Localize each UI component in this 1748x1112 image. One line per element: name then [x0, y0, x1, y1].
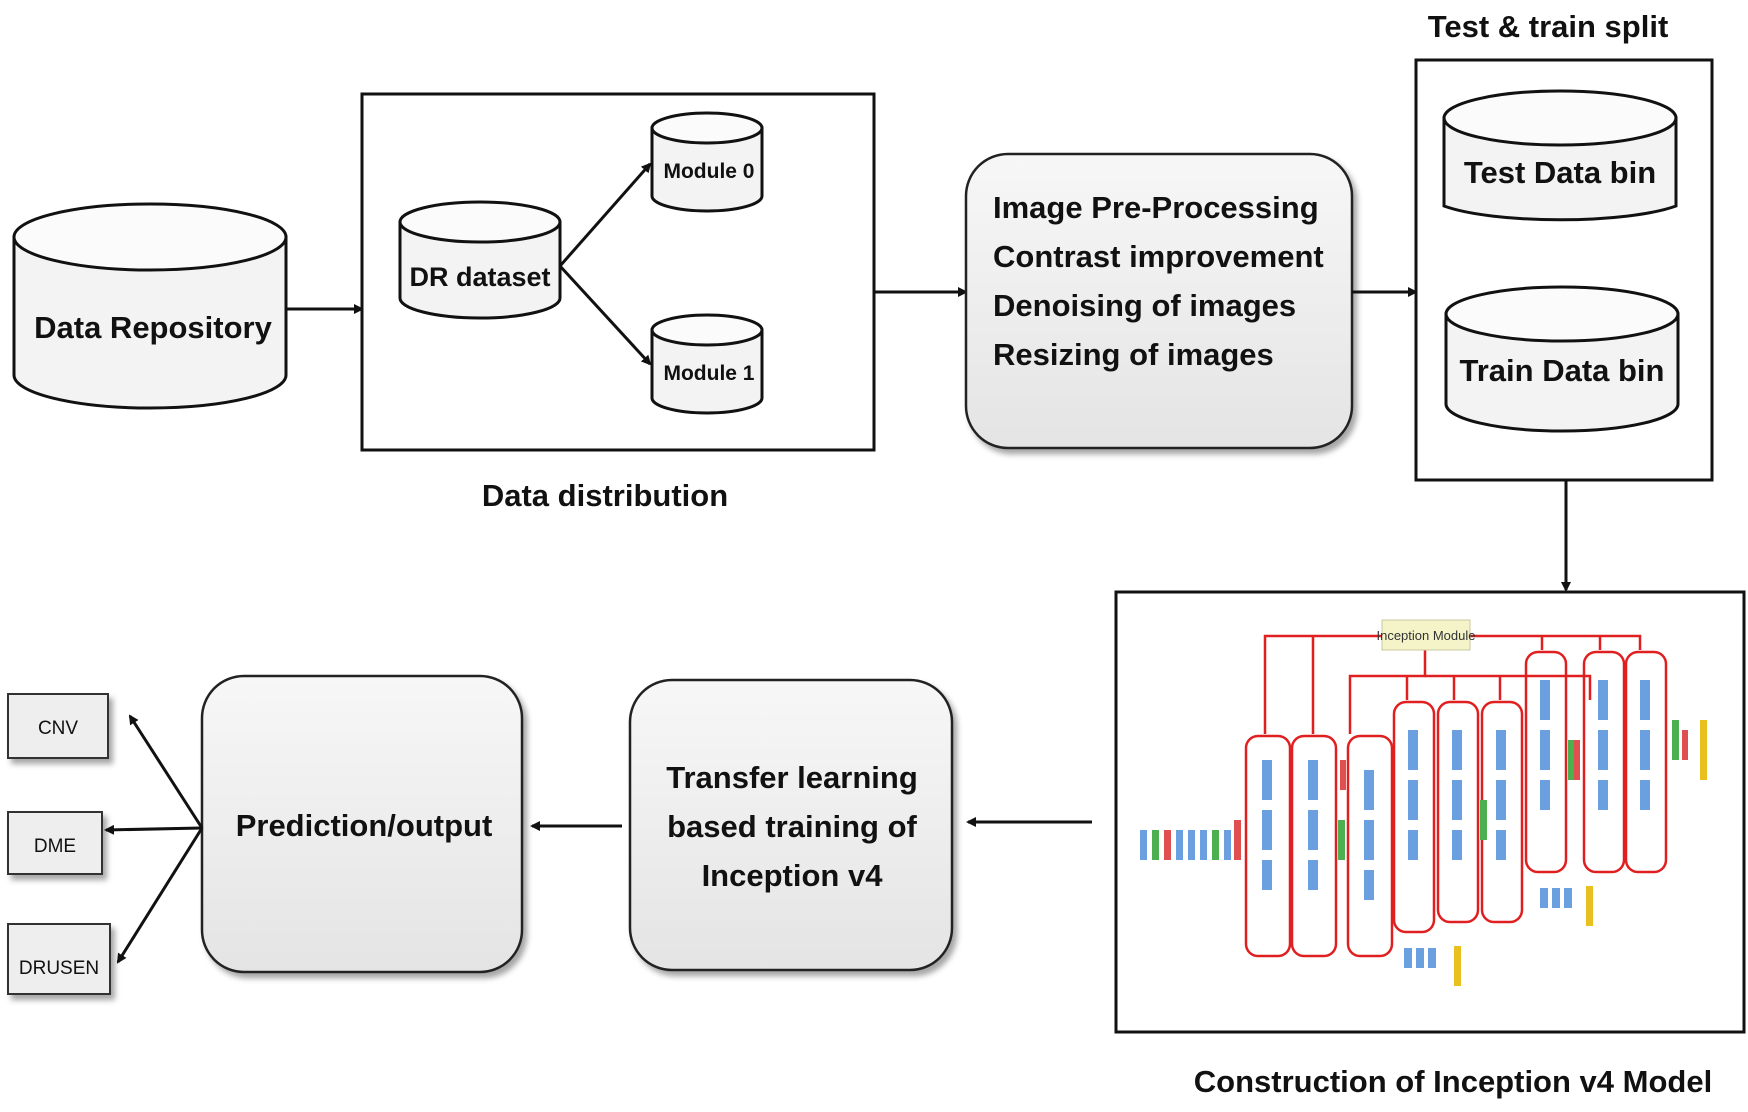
output-drusen-box: DRUSEN	[7, 923, 111, 995]
output-drusen-label: DRUSEN	[19, 958, 99, 979]
preprocessing-line-4: Resizing of images	[993, 337, 1274, 372]
preprocessing-line-3: Denoising of images	[993, 288, 1296, 323]
inception-layer-blocks	[1262, 680, 1650, 968]
output-cnv-box: CNV	[7, 693, 109, 759]
transfer-line-1: Transfer learning	[666, 760, 918, 795]
preprocessing-box: Image Pre-Processing Contrast improvemen…	[964, 152, 1354, 450]
output-dme-label: DME	[34, 836, 76, 857]
arrow-prediction-to-dme	[104, 824, 203, 835]
preprocessing-line-2: Contrast improvement	[993, 239, 1324, 274]
data-repository-label: Data Repository	[34, 310, 272, 345]
module-0-label: Module 0	[663, 160, 754, 183]
dr-dataset-cylinder: DR dataset	[398, 200, 562, 320]
dr-dataset-label: DR dataset	[409, 262, 550, 292]
split-title: Test & train split	[1428, 9, 1669, 44]
inception-output-blocks	[1454, 720, 1707, 986]
transfer-learning-box: Transfer learning based training of Ince…	[628, 678, 954, 972]
test-data-bin-cylinder: Test Data bin	[1442, 89, 1678, 222]
arrow-prediction-to-drusen	[116, 827, 204, 964]
inception-module-tag	[1381, 619, 1471, 651]
inception-stem	[1140, 830, 1231, 860]
test-data-bin-label: Test Data bin	[1464, 155, 1656, 190]
arrow-dataset-to-module-0	[558, 162, 652, 267]
module-0-cylinder: Module 0	[650, 111, 764, 213]
prediction-box: Prediction/output	[200, 674, 524, 974]
output-cnv-label: CNV	[38, 718, 78, 739]
data-distribution-caption: Data distribution	[482, 478, 728, 513]
inception-module-tag-label: Inception Module	[1376, 628, 1475, 643]
inception-bracket-lines	[1263, 634, 1642, 734]
inception-architecture-image: Inception Module	[1140, 619, 1707, 986]
inception-caption: Construction of Inception v4 Model	[1194, 1064, 1712, 1099]
prediction-label: Prediction/output	[236, 808, 493, 843]
module-1-cylinder: Module 1	[650, 313, 764, 415]
train-data-bin-label: Train Data bin	[1460, 353, 1665, 388]
transfer-line-2: based training of	[667, 809, 917, 844]
arrow-prediction-to-cnv	[128, 714, 204, 829]
preprocessing-line-1: Image Pre-Processing	[993, 190, 1319, 225]
inception-reduction-blocks	[1234, 730, 1688, 860]
output-dme-box: DME	[7, 811, 103, 875]
data-repository-cylinder: Data Repository	[12, 202, 288, 410]
train-data-bin-cylinder: Train Data bin	[1444, 285, 1680, 433]
arrow-dataset-to-module-1	[558, 264, 652, 366]
transfer-line-3: Inception v4	[702, 858, 884, 893]
module-1-label: Module 1	[663, 362, 754, 385]
inception-concat-blocks	[1338, 720, 1679, 860]
